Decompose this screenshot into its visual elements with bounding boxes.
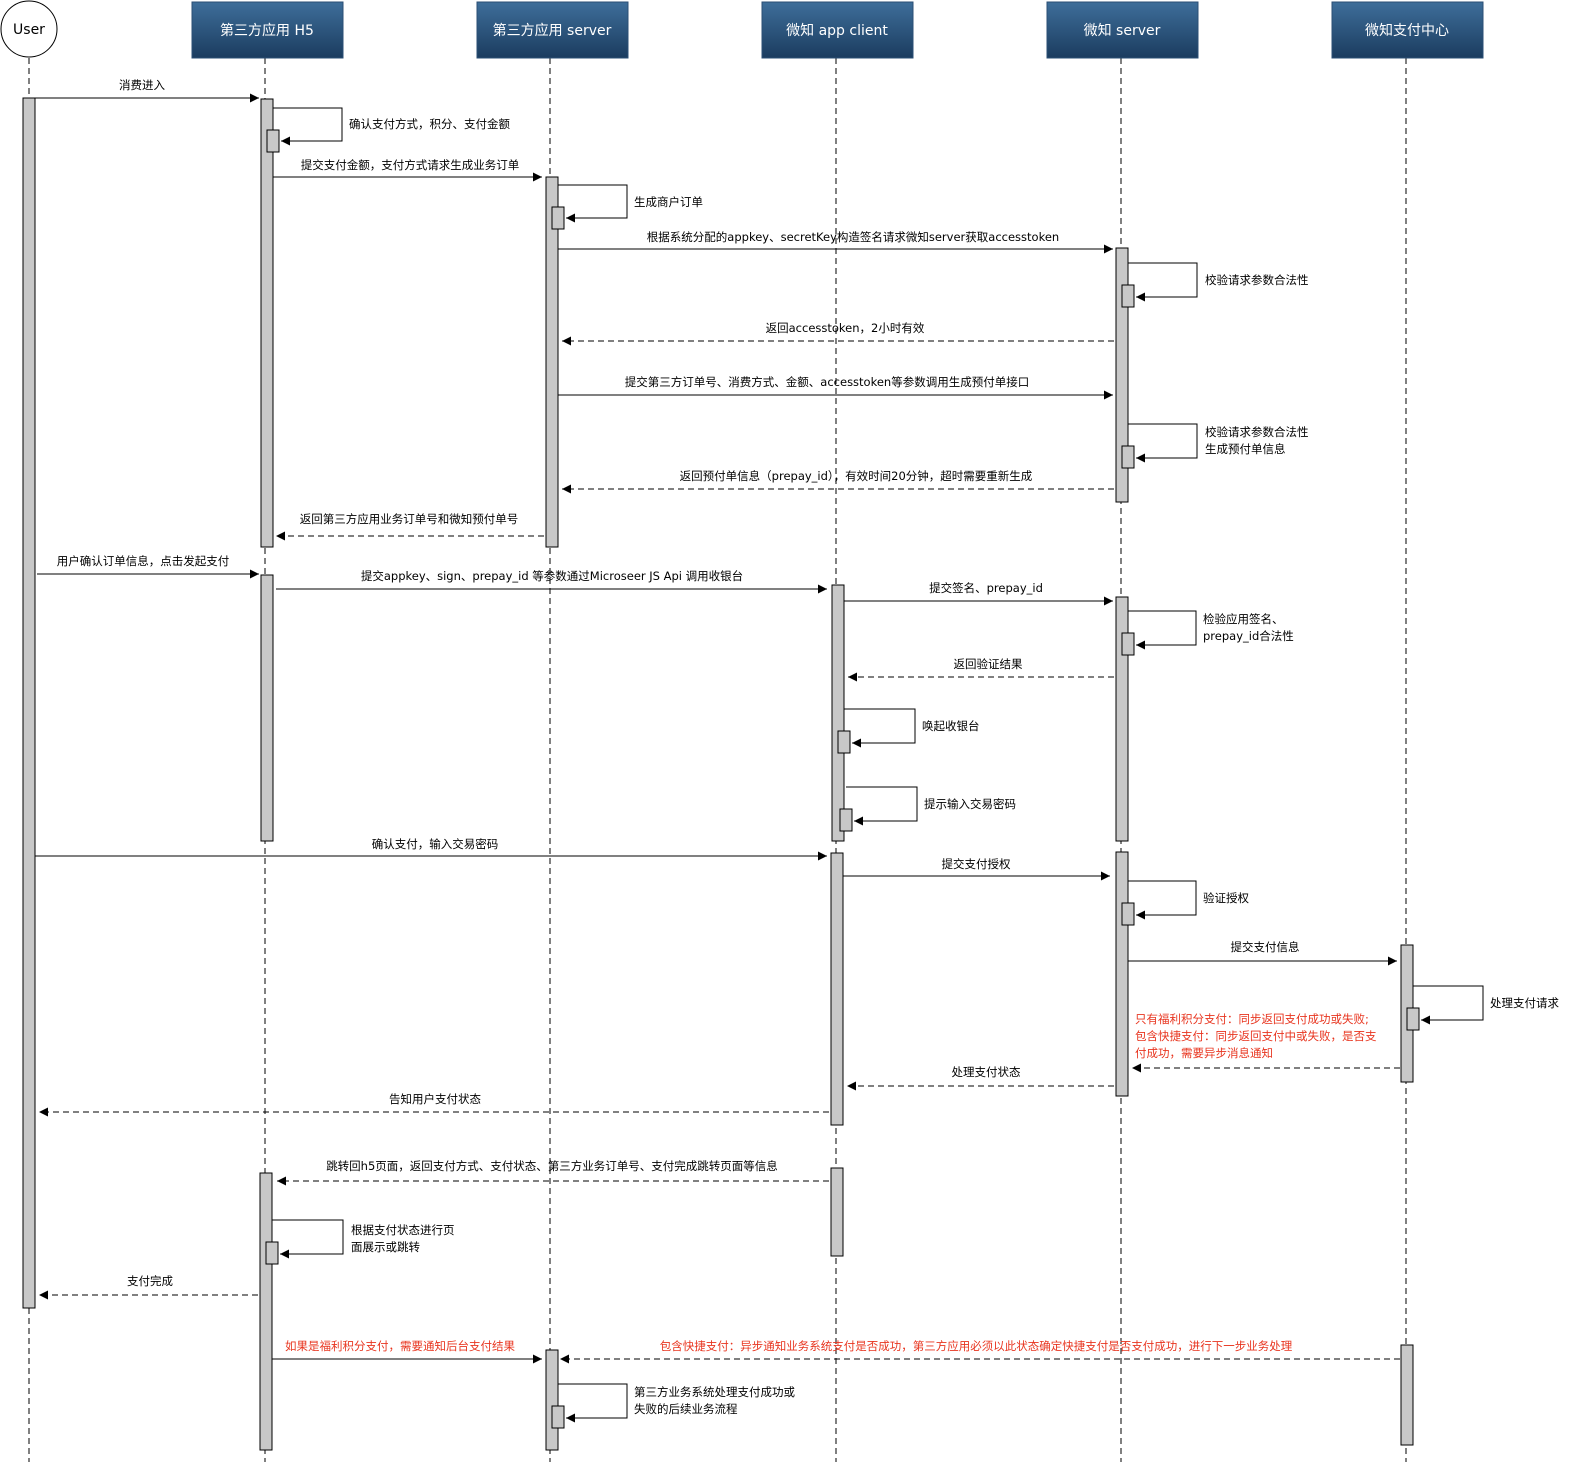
activations — [22, 97, 1414, 1451]
self-message-arrow — [1128, 423, 1198, 463]
participant-wzs-label: 微知 server — [1084, 22, 1161, 39]
self-message-arrow — [1128, 880, 1197, 920]
message-label: 根据系统分配的appkey、secretKey构造签名请求微知server获取a… — [647, 230, 1059, 244]
activation-bar — [831, 584, 845, 842]
message-label-line: 只有福利积分支付：同步返回支付成功或失败; — [1135, 1012, 1369, 1026]
participant-wzc: 微知 app client — [761, 1, 914, 59]
message-label-line: 付成功，需要异步消息通知 — [1135, 1046, 1273, 1060]
self-message-arrow — [558, 184, 628, 223]
message-label-line: 第三方业务系统处理支付成功或 — [634, 1385, 795, 1399]
activation-bar — [830, 852, 844, 1126]
nested-activation — [1121, 902, 1135, 926]
message-label: 验证授权 — [1203, 891, 1249, 905]
participant-user-label: User — [13, 22, 45, 38]
participant-tps-label: 第三方应用 server — [493, 22, 612, 39]
message-label-line: 面展示或跳转 — [351, 1240, 420, 1254]
activation-bar — [1115, 596, 1129, 842]
message-label-line: 检验应用签名、 — [1203, 612, 1284, 626]
participants: User 第三方应用 H5 第三方应用 server 微知 app client… — [0, 0, 1484, 59]
nested-activation — [1121, 284, 1135, 308]
self-message-arrow — [846, 786, 918, 826]
message-label-line: 校验请求参数合法性 — [1205, 425, 1309, 439]
nested-activation — [265, 1241, 279, 1265]
nested-activation — [1406, 1007, 1420, 1031]
participant-h5: 第三方应用 H5 — [191, 1, 344, 59]
message-label: 提交appkey、sign、prepay_id 等参数通过Microseer J… — [361, 569, 743, 583]
message-label-line: prepay_id合法性 — [1203, 629, 1294, 643]
message-label: 处理支付请求 — [1490, 996, 1559, 1010]
participant-h5-label: 第三方应用 H5 — [220, 22, 314, 39]
activation-bar — [545, 1349, 559, 1451]
nested-activation — [839, 808, 853, 832]
message-label-line: 根据支付状态进行页 — [351, 1223, 455, 1237]
message-label: 用户确认订单信息，点击发起支付 — [57, 554, 230, 568]
message-label: 提示输入交易密码 — [924, 797, 1016, 811]
lifelines — [28, 58, 1407, 1462]
message-label: 返回第三方应用业务订单号和微知预付单号 — [300, 512, 519, 526]
participant-wzs: 微知 server — [1046, 1, 1199, 59]
self-message-arrow — [1128, 610, 1197, 650]
activation-bar — [259, 1172, 273, 1451]
nested-activation — [837, 730, 851, 754]
self-message-arrow — [844, 708, 916, 748]
message-label: 提交支付信息 — [1231, 940, 1300, 954]
nested-activation — [551, 206, 565, 230]
message-label: 消费进入 — [119, 78, 165, 92]
message-label-line: 生成预付单信息 — [1205, 442, 1286, 456]
nested-activation — [1121, 632, 1135, 656]
participant-tps: 第三方应用 server — [476, 1, 629, 59]
self-message-arrow — [272, 1219, 344, 1259]
message-label: 提交签名、prepay_id — [929, 581, 1043, 595]
participant-pay: 微知支付中心 — [1331, 1, 1484, 59]
activation-bar — [260, 98, 274, 548]
message-label: 如果是福利积分支付，需要通知后台支付结果 — [285, 1339, 515, 1353]
activation-bar — [545, 176, 559, 548]
message-label: 返回预付单信息（prepay_id），有效时间20分钟，超时需要重新生成 — [680, 469, 1033, 483]
message-label-line: 失败的后续业务流程 — [634, 1402, 738, 1416]
self-message-arrow — [273, 107, 343, 146]
activation-bar — [1115, 851, 1129, 1097]
message-label: 确认支付方式，积分、支付金额 — [349, 117, 510, 131]
participant-user: User — [0, 0, 58, 58]
activation-bar — [22, 97, 36, 1309]
message-label: 提交第三方订单号、消费方式、金额、accesstoken等参数调用生成预付单接口 — [625, 375, 1029, 389]
message-label: 返回验证结果 — [954, 657, 1023, 671]
activation-bar — [260, 574, 274, 842]
self-message-arrow — [1128, 262, 1198, 302]
message-label: 告知用户支付状态 — [389, 1092, 481, 1106]
message-label: 唤起收银台 — [922, 719, 980, 733]
self-message-arrow — [1413, 985, 1484, 1025]
message-label: 处理支付状态 — [952, 1065, 1021, 1079]
activation-bar — [1115, 247, 1129, 503]
nested-activation — [551, 1405, 565, 1429]
message-label: 提交支付金额，支付方式请求生成业务订单 — [301, 158, 520, 172]
message-label: 提交支付授权 — [942, 857, 1011, 871]
messages: 消费进入 确认支付方式，积分、支付金额 提交支付金额，支付方式请求生成业务订单 … — [35, 78, 1559, 1429]
message-label-line: 包含快捷支付：同步返回支付中或失败，是否支 — [1135, 1029, 1377, 1043]
message-label: 跳转回h5页面，返回支付方式、支付状态、第三方业务订单号、支付完成跳转页面等信息 — [326, 1159, 778, 1173]
nested-activation — [1121, 445, 1135, 469]
message-label: 确认支付，输入交易密码 — [372, 837, 499, 851]
message-label: 包含快捷支付：异步通知业务系统支付是否成功，第三方应用必须以此状态确定快捷支付是… — [660, 1339, 1293, 1353]
nested-activation — [266, 129, 280, 153]
self-message-arrow — [558, 1383, 628, 1423]
message-label: 校验请求参数合法性 — [1205, 273, 1309, 287]
participant-pay-label: 微知支付中心 — [1365, 22, 1449, 39]
activation-bar — [1400, 1344, 1414, 1446]
participant-wzc-label: 微知 app client — [786, 22, 888, 39]
message-label: 返回accesstoken，2小时有效 — [766, 321, 925, 335]
activation-bar — [830, 1167, 844, 1257]
message-label: 支付完成 — [127, 1274, 173, 1288]
message-label: 生成商户订单 — [634, 195, 703, 209]
